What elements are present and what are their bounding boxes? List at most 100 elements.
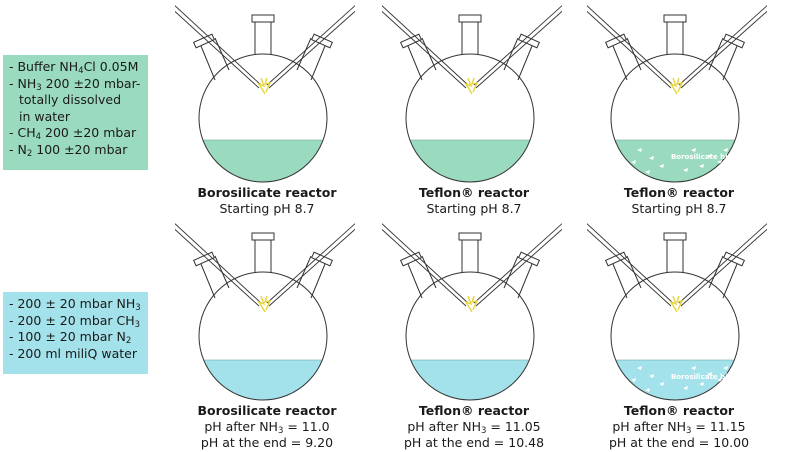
ph-after-nh3: pH after NH3 = 11.05 <box>407 419 541 436</box>
center-neck <box>254 22 272 55</box>
left-neck-rim <box>192 33 216 49</box>
glass-bit <box>631 378 636 382</box>
ph-after-nh3: pH after NH3 = 11.15 <box>612 419 746 436</box>
left-neck-rim <box>399 33 423 49</box>
ph-end: pH at the end = 10.48 <box>403 435 545 450</box>
caption-bottom-1: Borosilicate reactor pH after NH3 = 11.0… <box>157 403 377 451</box>
center-neck <box>461 240 479 273</box>
glass-bit <box>645 388 650 392</box>
borosilicate-bits <box>631 148 728 174</box>
spark-icon <box>464 295 479 313</box>
glass-bit <box>707 154 712 158</box>
left-neck <box>612 37 642 81</box>
water-conditions-box: - 200 ± 20 mbar NH3 - 200 ± 20 mbar CH3 … <box>3 292 148 374</box>
ph-start: Starting pH 8.7 <box>219 201 315 216</box>
spark-icon <box>669 77 684 95</box>
center-neck <box>666 240 684 273</box>
right-neck <box>708 255 738 299</box>
reactor-title: Borosilicate reactor <box>197 403 337 418</box>
borosilicate-flask-bottom <box>175 223 355 401</box>
reactor-title: Borosilicate reactor <box>197 185 337 200</box>
glass-bit <box>637 148 642 152</box>
condition-line: in water <box>19 108 70 124</box>
right-neck <box>296 37 326 81</box>
flask-body <box>198 53 328 183</box>
teflon-flask-bits-top: Borosilicate bits <box>587 5 767 183</box>
left-neck <box>200 255 230 299</box>
center-neck-rim <box>663 232 687 241</box>
condition-line: - 200 ± 20 mbar CH3 <box>9 312 141 330</box>
left-electrode <box>587 5 674 89</box>
glass-bit <box>659 164 664 168</box>
left-neck <box>407 255 437 299</box>
ph-start: Starting pH 8.7 <box>426 201 522 216</box>
glass-bit <box>637 366 642 370</box>
condition-line: totally dissolved <box>19 92 122 107</box>
right-electrode <box>678 5 767 89</box>
spark-icon <box>464 77 479 95</box>
reactor-title: Teflon® reactor <box>418 403 530 418</box>
teflon-flask-bottom <box>382 223 562 401</box>
glass-bit <box>699 382 704 386</box>
borosilicate-bits <box>631 366 728 392</box>
left-electrode <box>175 5 262 89</box>
condition-line: - Buffer NH4Cl 0.05M <box>9 59 139 76</box>
center-neck-rim <box>251 232 275 241</box>
glass-bit <box>723 148 728 152</box>
flask-body <box>405 271 535 401</box>
reactor-title: Teflon® reactor <box>623 403 735 418</box>
glass-bit <box>645 170 650 174</box>
condition-line: - 200 ± 20 mbar NH3 <box>9 296 141 313</box>
right-neck <box>708 37 738 81</box>
left-neck <box>612 255 642 299</box>
condition-line: - CH4 200 ±20 mbar <box>9 125 137 142</box>
glass-bit <box>659 382 664 386</box>
left-neck-rim <box>399 251 423 267</box>
left-electrode <box>382 223 469 307</box>
spark-icon <box>257 295 272 313</box>
borosilicate-bits-label: Borosilicate bits <box>671 153 735 161</box>
ph-end: pH at the end = 10.00 <box>608 435 750 450</box>
left-electrode <box>587 223 674 307</box>
reactor-title: Teflon® reactor <box>623 185 735 200</box>
left-neck-rim <box>604 251 628 267</box>
right-electrode <box>266 223 355 307</box>
borosilicate-flask-top <box>175 5 355 183</box>
condition-line: - N2 100 ±20 mbar <box>9 141 128 159</box>
right-neck <box>503 255 533 299</box>
left-electrode <box>175 223 262 307</box>
left-neck-rim <box>604 33 628 49</box>
condition-line: - NH3 200 ±20 mbar- <box>9 75 141 93</box>
teflon-flask-bits-bottom: Borosilicate bits <box>587 223 767 401</box>
glass-bit <box>649 156 654 160</box>
center-neck <box>254 240 272 273</box>
glass-bit <box>699 164 704 168</box>
center-neck-rim <box>251 14 275 23</box>
center-neck-rim <box>458 14 482 23</box>
center-neck <box>461 22 479 55</box>
spark-icon <box>669 295 684 313</box>
glass-bit <box>723 366 728 370</box>
caption-top-1: Borosilicate reactor Starting pH 8.7 <box>157 185 377 217</box>
center-neck-rim <box>458 232 482 241</box>
right-electrode <box>473 5 562 89</box>
teflon-flask-top <box>382 5 562 183</box>
center-neck-rim <box>663 14 687 23</box>
right-neck <box>296 255 326 299</box>
reactor-title: Teflon® reactor <box>418 185 530 200</box>
left-neck <box>200 37 230 81</box>
glass-bit <box>649 374 654 378</box>
initial-conditions-box: - Buffer NH4Cl 0.05M - NH3 200 ±20 mbar-… <box>3 55 148 170</box>
left-neck <box>407 37 437 81</box>
glass-bit <box>683 168 688 172</box>
flask-body <box>405 53 535 183</box>
glass-bit <box>691 366 696 370</box>
flask-body <box>198 271 328 401</box>
right-neck <box>503 37 533 81</box>
caption-bottom-2: Teflon® reactor pH after NH3 = 11.05 pH … <box>364 403 584 451</box>
right-electrode <box>678 223 767 307</box>
caption-top-2: Teflon® reactor Starting pH 8.7 <box>364 185 584 217</box>
caption-top-3: Teflon® reactor Starting pH 8.7 <box>569 185 789 217</box>
condition-line: - 100 ± 20 mbar N2 <box>9 329 132 346</box>
spark-icon <box>257 77 272 95</box>
